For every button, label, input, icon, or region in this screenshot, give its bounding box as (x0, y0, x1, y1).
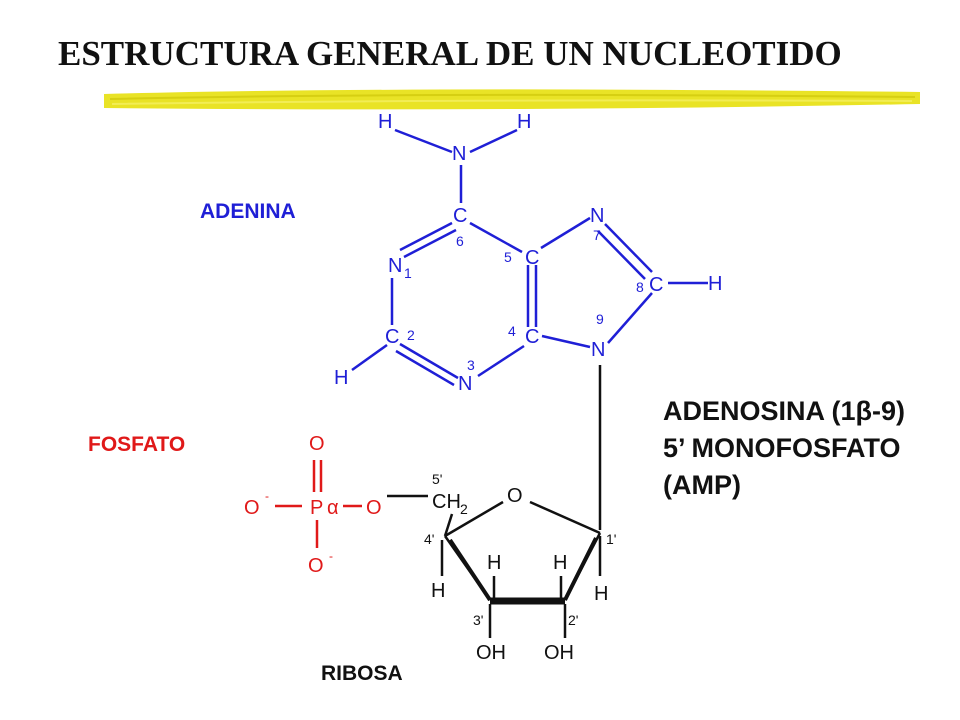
ribose-structure: 5' CH 2 O 4' 1' H H H H 3' 2' OH OH (387, 471, 616, 664)
num-6: 6 (456, 233, 464, 249)
o-bottom: O (308, 555, 324, 577)
ch2-subscript: 2 (460, 501, 468, 517)
num-1p: 1' (606, 531, 616, 547)
o-bridge: O (366, 497, 382, 519)
num-3: 3 (467, 357, 475, 373)
n1-atom: N (388, 255, 402, 277)
num-8: 8 (636, 279, 644, 295)
num-4: 4 (508, 323, 516, 339)
ribosa-label: RIBOSA (321, 662, 403, 685)
c4-atom: C (525, 326, 539, 348)
o-left: O (244, 497, 260, 519)
ch2-group: CH (432, 491, 461, 513)
adenine-structure: H H N C 6 N 1 5 C N 7 8 C H 9 4 C C 2 N … (334, 111, 722, 395)
num-5p: 5' (432, 471, 442, 487)
o-left-charge: - (265, 489, 269, 503)
p-atom: P (310, 497, 323, 519)
c2-atom: C (385, 326, 399, 348)
o-ring: O (507, 485, 523, 507)
num-4p: 4' (424, 531, 434, 547)
fosfato-label: FOSFATO (88, 433, 185, 456)
page-title: ESTRUCTURA GENERAL DE UN NUCLEOTIDO (58, 34, 842, 73)
c5-atom: C (525, 247, 539, 269)
o-top: O (309, 433, 325, 455)
o-bottom-charge: - (329, 549, 333, 563)
num-9: 9 (596, 311, 604, 327)
product-line-3: (AMP) (663, 470, 741, 500)
alpha-symbol: α (327, 497, 339, 519)
phosphate-structure: O O - P α O O - (244, 433, 382, 577)
oh-c3: OH (476, 642, 506, 664)
h-c2-up: H (553, 552, 567, 574)
c8-atom: C (649, 274, 663, 296)
adenina-label: ADENINA (200, 200, 296, 223)
n1-subscript: 1 (404, 265, 412, 281)
product-line-2: 5’ MONOFOSFATO (663, 433, 901, 463)
num-2p: 2' (568, 612, 578, 628)
h-c3-up: H (487, 552, 501, 574)
h-c1: H (594, 583, 608, 605)
oh-c2: OH (544, 642, 574, 664)
n3-atom: N (458, 373, 472, 395)
num-3p: 3' (473, 612, 483, 628)
num-7: 7 (593, 227, 601, 243)
num-2: 2 (407, 327, 415, 343)
h8-atom: H (708, 273, 722, 295)
num-5: 5 (504, 249, 512, 265)
n9-atom: N (591, 339, 605, 361)
h-c4: H (431, 580, 445, 602)
h2-atom: H (334, 367, 348, 389)
h-amino-left: H (378, 111, 392, 133)
highlighter-stroke (104, 89, 920, 110)
n7-atom: N (590, 205, 604, 227)
h-amino-right: H (517, 111, 531, 133)
n-amino: N (452, 143, 466, 165)
product-line-1: ADENOSINA (1β-9) (663, 396, 905, 426)
c6-atom: C (453, 205, 467, 227)
product-name: ADENOSINA (1β-9) 5’ MONOFOSFATO (AMP) (663, 396, 905, 500)
